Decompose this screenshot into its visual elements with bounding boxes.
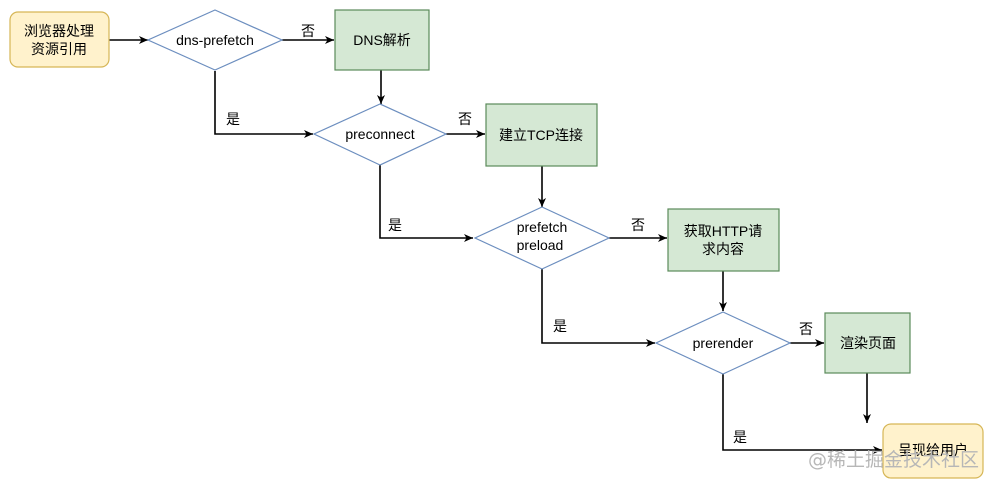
tcp-connect-node: [485, 103, 598, 167]
prefetch-label: prefetch: [517, 219, 568, 235]
start-label-line2: 资源引用: [31, 41, 87, 57]
prerender-label: prerender: [693, 335, 754, 351]
start-label-line1: 浏览器处理: [24, 23, 94, 39]
edge-label-yes-prefetch: 是: [553, 318, 567, 334]
edge-label-no-preconnect: 否: [458, 111, 472, 127]
dns-prefetch-decision: [146, 9, 284, 71]
edge-label-no-prefetch: 否: [631, 217, 645, 233]
preconnect-label: preconnect: [345, 126, 414, 142]
edge-label-no-dns: 否: [301, 23, 315, 39]
render-node: [824, 312, 911, 374]
present-node: [882, 423, 984, 479]
start-node: [9, 11, 110, 68]
preload-label: preload: [517, 237, 564, 253]
preconnect-decision: [312, 103, 448, 166]
render-label: 渲染页面: [840, 335, 896, 351]
prerender-decision: [654, 311, 792, 375]
edge-prefetch-yes: [541, 269, 655, 347]
dns-resolve-label: DNS解析: [353, 32, 411, 48]
watermark: @稀土掘金技术社区: [807, 449, 979, 471]
prefetch-preload-decision: [473, 206, 611, 270]
edge-label-yes-dns: 是: [226, 111, 240, 127]
edge-dns-prefetch-yes: [214, 71, 313, 138]
http-request-label-line1: 获取HTTP请: [684, 223, 763, 239]
edge-prerender-yes: [722, 374, 882, 454]
edge-preconnect-yes: [379, 165, 473, 242]
http-request-label-line2: 求内容: [702, 241, 744, 257]
http-request-node: [667, 208, 780, 272]
edge-label-yes-preconnect: 是: [388, 217, 402, 233]
edge-label-no-prerender: 否: [799, 321, 813, 337]
edge-label-yes-prerender: 是: [733, 429, 747, 445]
dns-prefetch-label: dns-prefetch: [176, 32, 254, 48]
tcp-connect-label: 建立TCP连接: [499, 127, 583, 143]
dns-resolve-node: [334, 9, 430, 71]
present-label: 呈现给用户: [898, 442, 968, 458]
